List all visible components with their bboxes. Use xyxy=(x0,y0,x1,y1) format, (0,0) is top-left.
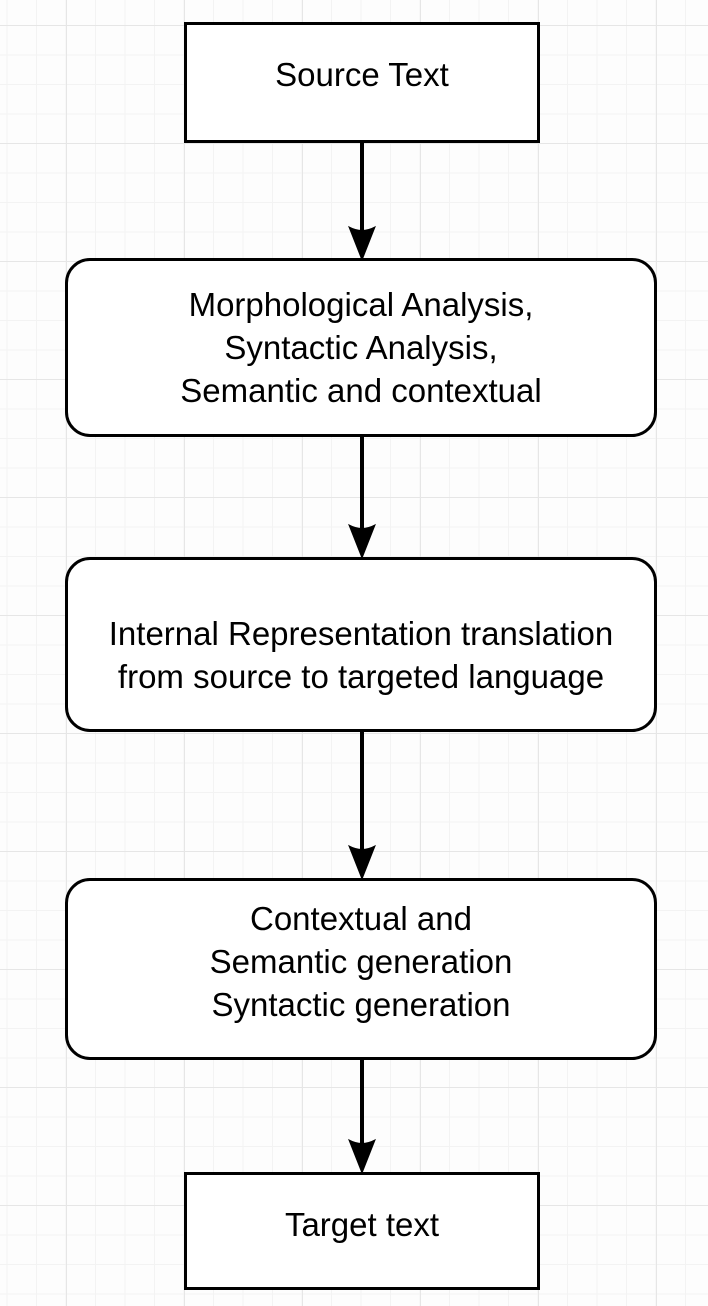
node-label: from source to targeted language xyxy=(117,657,605,695)
arrowhead-icon xyxy=(348,523,376,559)
node-label: Semantic and contextual xyxy=(180,372,542,409)
node-label: Morphological Analysis, xyxy=(188,286,534,323)
flow-arrow-1 xyxy=(348,141,376,261)
flow-arrow-4 xyxy=(348,1058,376,1174)
arrowhead-icon xyxy=(348,844,376,880)
node-label: Syntactic Analysis, xyxy=(224,329,498,366)
node-label: Contextual and xyxy=(250,900,472,937)
node-source-text: Source Text xyxy=(184,22,540,143)
node-internal-representation: Internal Representation translation from… xyxy=(65,557,657,732)
node-analysis: Morphological Analysis, Syntactic Analys… xyxy=(65,258,657,437)
node-generation: Contextual and Semantic generation Synta… xyxy=(65,878,657,1060)
node-label: Internal Representation translation xyxy=(108,614,614,652)
node-label: Semantic generation xyxy=(209,943,513,980)
node-label: Target text xyxy=(284,1205,440,1243)
node-target-text: Target text xyxy=(184,1172,540,1290)
flow-arrow-3 xyxy=(348,730,376,880)
node-label: Syntactic generation xyxy=(211,986,511,1023)
arrowhead-icon xyxy=(348,225,376,261)
flow-arrow-2 xyxy=(348,435,376,559)
node-label: Source Text xyxy=(275,56,449,93)
arrowhead-icon xyxy=(348,1138,376,1174)
